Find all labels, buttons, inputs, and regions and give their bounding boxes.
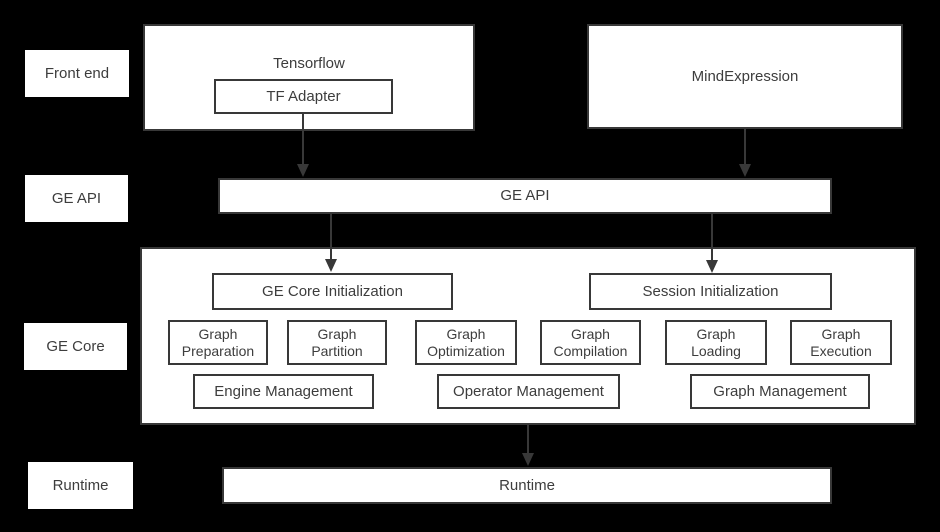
arrow-ge-api-to-ge-core-initialization [325, 214, 337, 272]
graph-compilation-box: Graph Compilation [540, 320, 641, 365]
operator-management-box: Operator Management [437, 374, 620, 409]
arrow-down-icon [522, 453, 534, 466]
tensorflow-label: Tensorflow [273, 55, 345, 72]
arrow-shaft [527, 425, 529, 454]
mindexpression-box: MindExpression [587, 24, 903, 129]
tf-adapter-box: TF Adapter [214, 79, 393, 114]
arrow-shaft [330, 214, 332, 260]
ge-api-bar: GE API [218, 178, 832, 214]
arrow-down-icon [297, 164, 309, 177]
graph-loading-box: Graph Loading [665, 320, 767, 365]
ge-core-container: GE Core Initialization Session Initializ… [140, 247, 916, 425]
arrow-mindexpression-to-ge-api [739, 129, 751, 177]
layer-label-front-end: Front end [25, 50, 129, 97]
graph-management-box: Graph Management [690, 374, 870, 409]
graph-execution-box: Graph Execution [790, 320, 892, 365]
engine-management-box: Engine Management [193, 374, 374, 409]
arrow-shaft [744, 129, 746, 165]
arrow-ge-core-to-runtime [522, 425, 534, 466]
arrow-down-icon [325, 259, 337, 272]
session-initialization-box: Session Initialization [589, 273, 832, 310]
arrow-down-icon [706, 260, 718, 273]
runtime-bar: Runtime [222, 467, 832, 504]
layer-label-ge-core: GE Core [24, 323, 127, 370]
graph-partition-box: Graph Partition [287, 320, 387, 365]
arrow-down-icon [739, 164, 751, 177]
arrow-shaft [302, 114, 304, 165]
graph-optimization-box: Graph Optimization [415, 320, 517, 365]
arrow-shaft [711, 214, 713, 261]
ge-core-initialization-box: GE Core Initialization [212, 273, 453, 310]
arrow-ge-api-to-session-initialization [706, 214, 718, 273]
graph-preparation-box: Graph Preparation [168, 320, 268, 365]
layer-label-ge-api: GE API [25, 175, 128, 222]
tensorflow-box: Tensorflow TF Adapter [143, 24, 475, 131]
layer-label-runtime: Runtime [28, 462, 133, 509]
arrow-tf-adapter-to-ge-api [297, 114, 309, 177]
